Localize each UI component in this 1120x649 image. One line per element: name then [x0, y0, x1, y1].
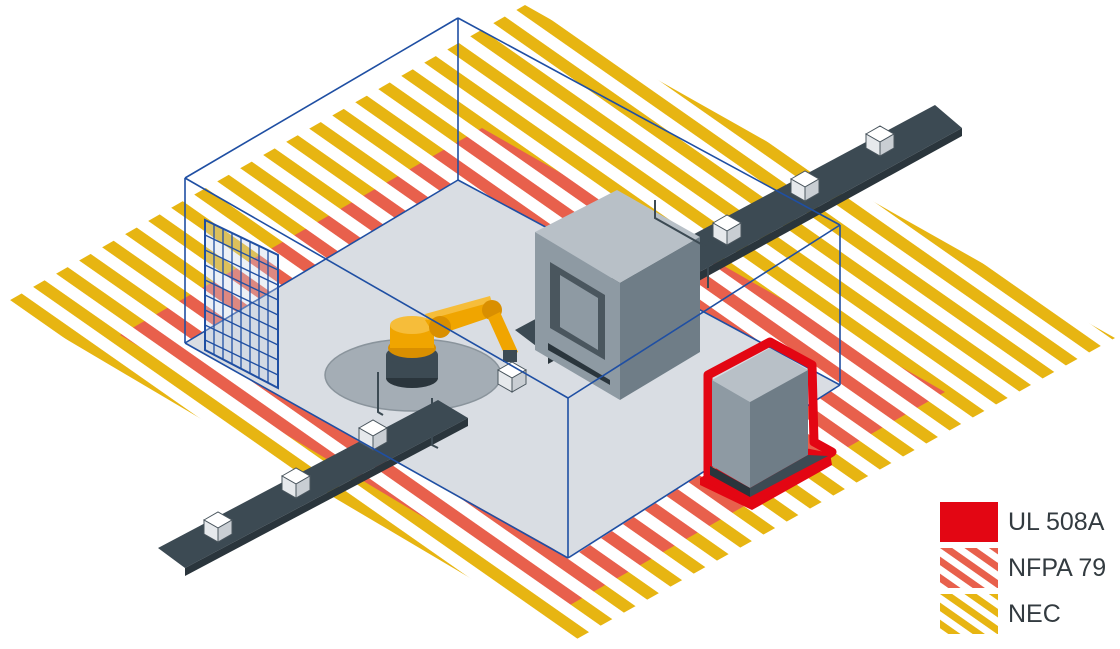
solid-swatch-icon	[940, 502, 998, 542]
conveyor-guard-right	[654, 200, 716, 288]
parts-right-conveyor	[711, 125, 896, 246]
legend-item: NFPA 79	[940, 548, 1120, 588]
part-at-robot	[496, 361, 528, 393]
conveyor-guard-left	[377, 372, 439, 449]
conveyor-left	[158, 400, 468, 576]
robot-arm	[386, 296, 518, 388]
legend-label: NEC	[1008, 599, 1061, 628]
control-panel-ul508a	[700, 337, 837, 510]
legend-item: NEC	[940, 594, 1120, 634]
safety-mesh-fence	[204, 218, 279, 390]
legend-label: UL 508A	[1008, 507, 1105, 536]
legend-item: UL 508A	[940, 502, 1120, 542]
parts-left-conveyor	[202, 419, 389, 543]
processing-machine	[535, 190, 700, 400]
hatched-swatch-icon	[940, 594, 998, 634]
legend: UL 508A NFPA 79 NEC	[940, 502, 1120, 641]
hatched-swatch-icon	[940, 548, 998, 588]
legend-label: NFPA 79	[1008, 553, 1107, 582]
